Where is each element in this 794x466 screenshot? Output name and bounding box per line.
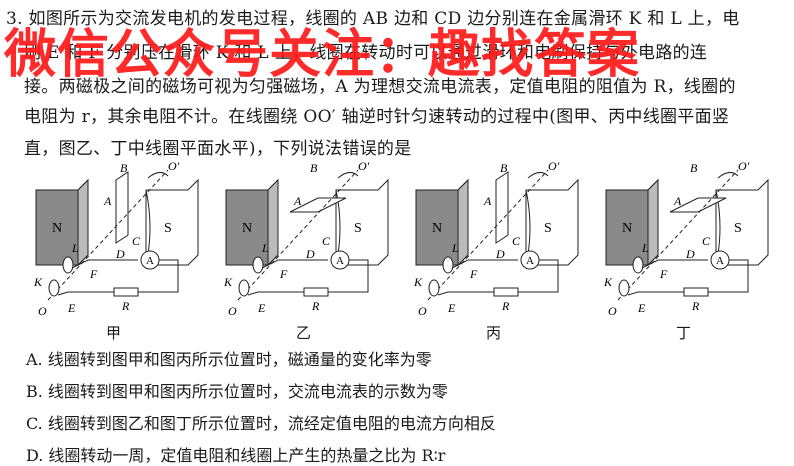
label-o: O [228,304,237,318]
question-line-4: 电阻为 r，其余电阻不计。在线圈绕 OO′ 轴逆时针匀速转动的过程中(图甲、丙中… [24,107,730,127]
label-e: E [257,301,266,315]
resistor-icon [493,287,519,297]
rotation-arrow-icon [337,172,359,179]
label-o-prime: O′ [358,160,370,173]
label-d: D [685,247,695,261]
coil [289,197,347,213]
slip-ring-l [62,256,74,274]
label-r: R [691,299,700,313]
slip-ring-k [48,279,60,297]
slip-ring-k [618,279,630,297]
label-c: C [702,234,711,248]
label-n: N [432,221,442,236]
label-k: K [33,275,43,289]
slip-ring-k [428,279,440,297]
ammeter-label: A [146,255,154,267]
label-o-prime: O′ [548,160,560,173]
generator-figure-2: N S A B C D O′ O K L E F R A [218,159,408,340]
option-c[interactable]: C. 线圈转到图乙和图丁所示位置时，流经定值电阻的电流方向相反 [26,414,496,433]
ammeter-label: A [716,255,724,267]
slip-ring-k [238,279,250,297]
coil [115,171,129,244]
resistor-icon [303,287,329,297]
label-n: N [242,221,252,236]
label-o: O [608,304,617,318]
label-k: K [413,275,423,289]
label-r: R [311,299,320,313]
label-l: L [641,241,649,255]
label-s: S [734,221,742,236]
label-b: B [120,161,128,175]
generator-figure-1: N S A B C D O′ O K L E F R A [28,159,218,340]
question-line-2: 刷 E 和 F 分别压在滑环 K 和 L 上，线圈在转动时可以通过滑环和电刷保持… [24,43,708,63]
label-r: R [501,299,510,313]
label-s: S [544,221,552,236]
figure-caption: 乙 [296,324,312,342]
label-l: L [451,241,459,255]
resistor-icon [113,287,139,297]
question-line-5: 直，图乙、丁中线圈平面水平)，下列说法错误的是 [24,139,412,159]
rotation-arrow-icon [717,172,739,179]
rotation-arrow-icon [527,172,549,179]
label-o: O [38,304,47,318]
label-d: D [305,247,315,261]
option-a[interactable]: A. 线圈转到图甲和图丙所示位置时，磁通量的变化率为零 [26,350,432,369]
label-b: B [310,161,318,175]
label-d: D [495,247,505,261]
label-n: N [622,221,632,236]
rotation-arrow-icon [147,172,169,179]
label-d: D [115,247,125,261]
label-s: S [354,221,362,236]
question-line-1: 3. 如图所示为交流发电机的发电过程，线圈的 AB 边和 CD 边分别连在金属滑… [6,9,740,29]
slip-ring-l [252,256,264,274]
slip-ring-l [632,256,644,274]
label-b: B [690,161,698,175]
label-l: L [261,241,269,255]
label-f: F [89,267,98,281]
label-e: E [447,301,456,315]
label-o: O [418,304,427,318]
label-s: S [164,221,172,236]
label-e: E [67,301,76,315]
coil [495,171,509,244]
option-b[interactable]: B. 线圈转到图甲和图丙所示位置时，交流电流表的示数为零 [26,382,448,401]
ammeter-label: A [336,255,344,267]
ammeter-label: A [526,255,534,267]
figure-caption: 丁 [676,324,692,342]
label-k: K [603,275,613,289]
label-o-prime: O′ [738,160,750,173]
label-k: K [223,275,233,289]
label-c: C [322,234,331,248]
label-c: C [132,234,141,248]
label-c: C [512,234,521,248]
label-f: F [659,267,668,281]
label-n: N [52,221,62,236]
label-a: A [293,194,302,208]
generator-figure-3: N S A B C D O′ O K L E F R A [408,159,598,340]
question-line-3: 接。两磁极之间的磁场可视为匀强磁场，A 为理想交流电流表，定值电阻的阻值为 R，… [24,77,736,97]
label-a: A [103,194,112,208]
watermark: 微信公众号关注：趣找答案 [4,25,641,85]
label-b: B [500,161,508,175]
label-l: L [71,241,79,255]
label-f: F [279,267,288,281]
label-a: A [483,194,492,208]
coil [669,197,727,213]
label-o-prime: O′ [168,160,180,173]
label-e: E [637,301,646,315]
label-f: F [469,267,478,281]
generator-figure-4: N S A B C D O′ O K L E F R A [598,159,788,340]
figure-caption: 甲 [106,324,122,342]
resistor-icon [683,287,709,297]
slip-ring-l [442,256,454,274]
option-d[interactable]: D. 线圈转动一周，定值电阻和线圈上产生的热量之比为 R∶r [26,446,446,465]
label-r: R [121,299,130,313]
label-a: A [673,194,682,208]
figure-caption: 丙 [486,324,502,342]
